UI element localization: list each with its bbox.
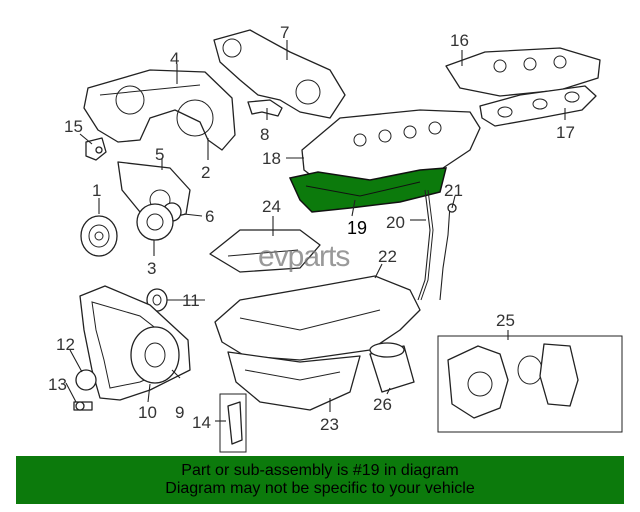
engine-exploded-diagram: evparts 4 7 8 16 17 15 5 2 1 6 3 18 19 2… <box>48 23 623 453</box>
part-9-tensioner-pulley[interactable] <box>130 326 180 384</box>
banner-line-2: Diagram may not be specific to your vehi… <box>165 480 475 497</box>
part-16-intake-manifold[interactable] <box>445 47 601 97</box>
callout-21: 21 <box>444 181 463 200</box>
part-19-valve-cover-gasket[interactable] <box>288 167 447 213</box>
part-23-oil-pan-lower[interactable] <box>227 351 361 411</box>
callout-11: 11 <box>182 291 200 310</box>
watermark-text: evparts <box>258 240 349 273</box>
part-7-rear-timing-cover[interactable] <box>213 29 346 119</box>
callout-16: 16 <box>450 31 469 50</box>
part-24-baffle-plate[interactable] <box>209 229 321 273</box>
part-13-bolt[interactable] <box>73 401 93 411</box>
part-14-sensor[interactable] <box>219 393 247 453</box>
callout-4: 4 <box>170 49 179 68</box>
callout-13: 13 <box>48 375 67 394</box>
part-8-bracket[interactable] <box>247 99 283 117</box>
part-21-dipstick[interactable] <box>439 203 457 301</box>
callout-3: 3 <box>147 259 156 278</box>
callout-26: 26 <box>373 395 392 414</box>
leader-lines <box>65 40 566 422</box>
info-banner: Part or sub-assembly is #19 in diagram D… <box>16 456 624 504</box>
callout-15: 15 <box>64 117 83 136</box>
callout-25: 25 <box>496 311 515 330</box>
callout-14: 14 <box>192 413 211 432</box>
callout-10: 10 <box>138 403 157 422</box>
part-25-oil-pump-box[interactable] <box>437 335 623 433</box>
callout-8: 8 <box>260 125 269 144</box>
part-26-oil-filter[interactable] <box>369 342 415 393</box>
part-22-oil-pan-upper[interactable] <box>214 275 421 361</box>
callout-7: 7 <box>280 23 289 42</box>
callout-6: 6 <box>205 207 214 226</box>
callout-5: 5 <box>155 145 164 164</box>
part-3-pulley[interactable] <box>136 203 174 241</box>
part-4-timing-cover[interactable] <box>83 69 236 151</box>
part-17-intake-gasket[interactable] <box>479 85 597 127</box>
callout-17: 17 <box>556 123 575 142</box>
callout-1: 1 <box>92 181 101 200</box>
callout-19: 19 <box>347 218 367 238</box>
callout-2: 2 <box>201 163 210 182</box>
callout-20: 20 <box>386 213 405 232</box>
banner-line-1: Part or sub-assembly is #19 in diagram <box>181 462 459 479</box>
callout-numbers: 4 7 8 16 17 15 5 2 1 6 3 18 19 20 21 24 … <box>48 23 575 434</box>
callout-22: 22 <box>378 247 397 266</box>
part-12-idler[interactable] <box>75 369 97 391</box>
part-1-crank-pulley[interactable] <box>80 215 118 257</box>
callout-23: 23 <box>320 415 339 434</box>
callout-12: 12 <box>56 335 75 354</box>
part-20-dipstick-tube[interactable] <box>417 189 434 301</box>
callout-9: 9 <box>175 403 184 422</box>
callout-24: 24 <box>262 197 281 216</box>
callout-18: 18 <box>262 149 281 168</box>
